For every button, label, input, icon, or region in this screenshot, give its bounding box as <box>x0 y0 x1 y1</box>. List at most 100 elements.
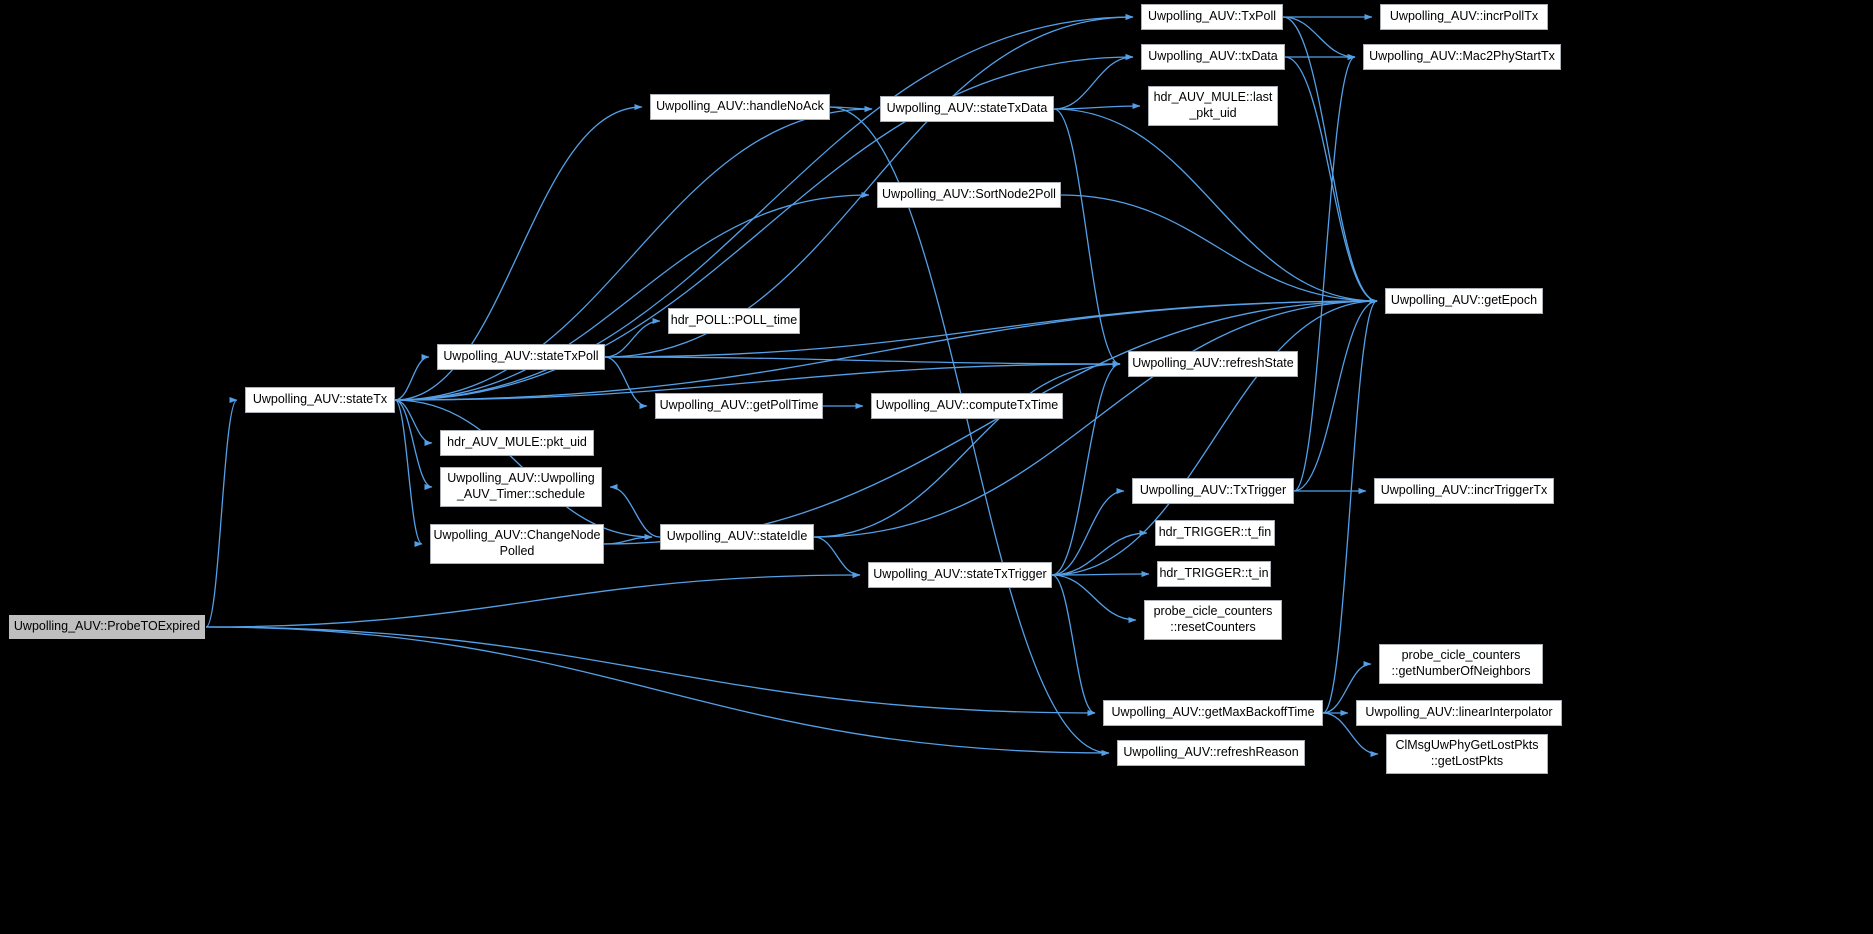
graph-node-label: Uwpolling_AUV::refreshState <box>1132 356 1294 371</box>
graph-node-label: Uwpolling_AUV::ChangeNode <box>433 528 601 543</box>
graph-node-label: Uwpolling_AUV::linearInterpolator <box>1365 705 1553 720</box>
call-edge-stateTxTrigger-to-resetCounters <box>1051 574 1137 623</box>
graph-node-computeTxTime[interactable]: Uwpolling_AUV::computeTxTime <box>871 393 1063 419</box>
call-edge-stateTxTrigger-to-getMaxBackoffTime <box>1051 574 1096 716</box>
graph-node-getEpoch[interactable]: Uwpolling_AUV::getEpoch <box>1385 288 1543 314</box>
graph-node-label: Uwpolling_AUV::handleNoAck <box>656 99 824 114</box>
graph-node-incrPollTx[interactable]: Uwpolling_AUV::incrPollTx <box>1380 4 1548 30</box>
graph-node-label: hdr_AUV_MULE::pkt_uid <box>447 435 587 450</box>
call-edge-stateTx-to-ChangeNodePolled <box>394 399 423 547</box>
call-edge-stateTxTrigger-to-TxTrigger <box>1051 488 1125 576</box>
call-edge-TxTrigger-to-getEpoch <box>1293 298 1378 492</box>
graph-node-stateIdle[interactable]: Uwpolling_AUV::stateIdle <box>660 524 814 550</box>
graph-node-t_fin[interactable]: hdr_TRIGGER::t_fin <box>1155 520 1275 546</box>
graph-node-refreshState[interactable]: Uwpolling_AUV::refreshState <box>1128 351 1298 377</box>
graph-node-label: Uwpolling_AUV::TxTrigger <box>1139 483 1287 498</box>
call-edge-stateTxPoll-to-refreshState <box>604 356 1121 367</box>
graph-node-label: Uwpolling_AUV::ProbeTOExpired <box>13 619 201 634</box>
graph-node-getNumberOfNeighbors[interactable]: probe_cicle_counters::getNumberOfNeighbo… <box>1379 644 1543 684</box>
graph-node-label: hdr_POLL::POLL_time <box>670 313 798 328</box>
call-edge-stateTxData-to-refreshState <box>1053 108 1121 367</box>
graph-node-label: hdr_TRIGGER::t_in <box>1159 566 1269 581</box>
graph-node-label: ::resetCounters <box>1170 620 1256 634</box>
call-edge-stateTxTrigger-to-getEpoch <box>1051 298 1378 576</box>
call-edge-ChangeNodePolled-to-getEpoch <box>603 298 1378 545</box>
graph-node-getLostPkts[interactable]: ClMsgUwPhyGetLostPkts::getLostPkts <box>1386 734 1548 774</box>
graph-node-TxPoll[interactable]: Uwpolling_AUV::TxPoll <box>1141 4 1283 30</box>
graph-node-POLL_time[interactable]: hdr_POLL::POLL_time <box>668 308 800 334</box>
call-edge-stateTx-to-TxPoll <box>394 14 1134 401</box>
graph-node-stateTxData[interactable]: Uwpolling_AUV::stateTxData <box>880 96 1054 122</box>
call-edge-stateTx-to-stateTxData <box>394 106 873 401</box>
graph-node-schedule[interactable]: Uwpolling_AUV::Uwpolling_AUV_Timer::sche… <box>440 467 602 507</box>
call-edge-stateTxData-to-txData <box>1053 54 1134 110</box>
graph-node-label: Uwpolling_AUV::computeTxTime <box>875 398 1059 413</box>
call-edge-stateTx-to-txData <box>394 54 1134 401</box>
graph-node-label: Uwpolling_AUV::stateTxTrigger <box>873 567 1047 582</box>
graph-node-t_in[interactable]: hdr_TRIGGER::t_in <box>1157 561 1271 587</box>
graph-node-label: Uwpolling_AUV::txData <box>1148 49 1278 64</box>
graph-node-label: Uwpolling_AUV::SortNode2Poll <box>882 187 1056 202</box>
graph-node-ProbeTOExpired[interactable]: Uwpolling_AUV::ProbeTOExpired <box>8 614 206 640</box>
graph-node-SortNode2Poll[interactable]: Uwpolling_AUV::SortNode2Poll <box>877 182 1061 208</box>
graph-node-txData[interactable]: Uwpolling_AUV::txData <box>1141 44 1285 70</box>
graph-node-label: probe_cicle_counters <box>1153 604 1273 619</box>
graph-node-incrTriggerTx[interactable]: Uwpolling_AUV::incrTriggerTx <box>1374 478 1554 504</box>
call-edge-stateTx-to-handleNoAck <box>394 104 643 401</box>
call-edge-ProbeTOExpired-to-getMaxBackoffTime <box>205 626 1096 716</box>
call-edge-stateIdle-to-refreshState <box>813 361 1121 538</box>
graph-node-TxTrigger[interactable]: Uwpolling_AUV::TxTrigger <box>1132 478 1294 504</box>
call-edge-handleNoAck-to-refreshReason <box>829 106 1110 756</box>
graph-node-label: Uwpolling_AUV::TxPoll <box>1147 9 1277 24</box>
graph-node-getMaxBackoffTime[interactable]: Uwpolling_AUV::getMaxBackoffTime <box>1103 700 1323 726</box>
graph-node-stateTx[interactable]: Uwpolling_AUV::stateTx <box>245 387 395 413</box>
call-edge-stateIdle-to-stateTxTrigger <box>813 536 861 578</box>
graph-node-getPollTime[interactable]: Uwpolling_AUV::getPollTime <box>655 393 823 419</box>
graph-node-label: Uwpolling_AUV::Uwpolling <box>447 471 595 486</box>
graph-node-label: Uwpolling_AUV::Mac2PhyStartTx <box>1369 49 1555 64</box>
call-edge-getMaxBackoffTime-to-getNumberOfNeighbors <box>1322 661 1372 714</box>
graph-node-label: Polled <box>499 544 535 558</box>
graph-node-label: ClMsgUwPhyGetLostPkts <box>1395 738 1539 753</box>
call-edge-stateTx-to-stateTxPoll <box>394 354 430 401</box>
call-edge-ProbeTOExpired-to-stateTx <box>205 397 238 628</box>
call-edge-stateTxPoll-to-getPollTime <box>604 356 648 409</box>
graph-node-Mac2PhyStartTx[interactable]: Uwpolling_AUV::Mac2PhyStartTx <box>1363 44 1561 70</box>
call-edge-stateTxData-to-getEpoch <box>1053 108 1378 304</box>
call-edge-TxTrigger-to-Mac2PhyStartTx <box>1293 54 1356 492</box>
call-edge-ProbeTOExpired-to-refreshReason <box>205 626 1110 756</box>
graph-node-label: Uwpolling_AUV::stateTxPoll <box>443 349 599 364</box>
graph-node-linearInterpolator[interactable]: Uwpolling_AUV::linearInterpolator <box>1356 700 1562 726</box>
call-edge-getMaxBackoffTime-to-getLostPkts <box>1322 712 1379 757</box>
graph-node-label: Uwpolling_AUV::incrPollTx <box>1389 9 1539 24</box>
call-edge-TxPoll-to-Mac2PhyStartTx <box>1282 16 1356 60</box>
graph-node-label: Uwpolling_AUV::getPollTime <box>659 398 819 413</box>
call-edge-stateTxPoll-to-TxPoll <box>604 14 1134 358</box>
call-edge-ProbeTOExpired-to-stateTxTrigger <box>205 572 861 628</box>
graph-node-handleNoAck[interactable]: Uwpolling_AUV::handleNoAck <box>650 94 830 120</box>
call-edge-stateTx-to-pkt_uid <box>394 399 433 446</box>
graph-node-label: probe_cicle_counters <box>1401 648 1521 663</box>
graph-node-stateTxTrigger[interactable]: Uwpolling_AUV::stateTxTrigger <box>868 562 1052 588</box>
graph-node-label: Uwpolling_AUV::getMaxBackoffTime <box>1111 705 1315 720</box>
graph-node-last_pkt_uid[interactable]: hdr_AUV_MULE::last_pkt_uid <box>1148 86 1278 126</box>
graph-node-label: _pkt_uid <box>1189 106 1237 120</box>
graph-node-label: Uwpolling_AUV::incrTriggerTx <box>1380 483 1548 498</box>
graph-node-label: Uwpolling_AUV::stateTx <box>252 392 388 407</box>
call-edge-stateTx-to-schedule <box>394 399 433 490</box>
call-edge-stateTxTrigger-to-refreshState <box>1051 361 1121 576</box>
graph-node-label: hdr_AUV_MULE::last <box>1153 90 1273 105</box>
call-edge-stateTxPoll-to-getEpoch <box>604 298 1378 358</box>
graph-node-label: ::getNumberOfNeighbors <box>1391 664 1531 678</box>
graph-node-label: Uwpolling_AUV::refreshReason <box>1123 745 1299 760</box>
call-edge-stateTxTrigger-to-t_fin <box>1051 530 1148 576</box>
call-edge-getMaxBackoffTime-to-getEpoch <box>1322 298 1378 714</box>
graph-node-label: Uwpolling_AUV::getEpoch <box>1390 293 1538 308</box>
graph-node-resetCounters[interactable]: probe_cicle_counters::resetCounters <box>1144 600 1282 640</box>
graph-node-refreshReason[interactable]: Uwpolling_AUV::refreshReason <box>1117 740 1305 766</box>
graph-node-label: Uwpolling_AUV::stateIdle <box>666 529 808 544</box>
graph-node-stateTxPoll[interactable]: Uwpolling_AUV::stateTxPoll <box>437 344 605 370</box>
graph-node-pkt_uid[interactable]: hdr_AUV_MULE::pkt_uid <box>440 430 594 456</box>
